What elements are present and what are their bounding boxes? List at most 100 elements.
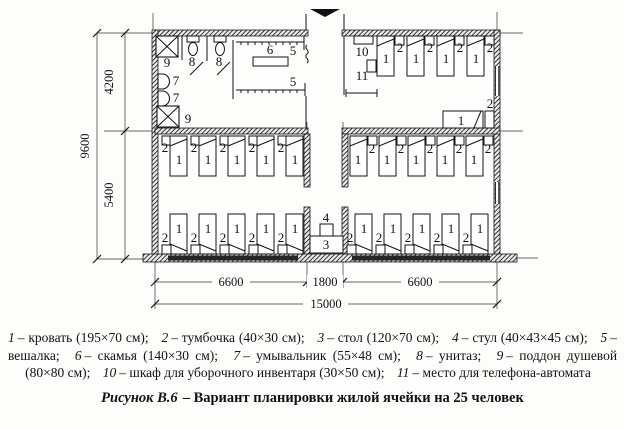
legend-item-number: 9 xyxy=(496,347,504,363)
bed-unit: 21 xyxy=(378,135,407,177)
legend-item-number: 4 xyxy=(452,330,459,345)
bed-label: 1 xyxy=(458,113,465,128)
table xyxy=(309,235,344,254)
bed-unit: 21 xyxy=(248,213,275,255)
bed-unit: 21 xyxy=(436,35,465,77)
bed-label: 1 xyxy=(176,221,183,236)
legend-item-number: 2 xyxy=(161,330,169,345)
legend-item-number: 1 xyxy=(8,330,15,345)
chair xyxy=(319,223,334,237)
legend-item: 11– место для телефона-автомата xyxy=(397,365,591,380)
toilet-label: 8 xyxy=(189,54,196,69)
nightstand-label: 2 xyxy=(487,40,494,55)
room-dormitory-bottom-right: 21 21 21 21 21 21 21 21 21 21 xyxy=(346,135,494,255)
legend-item-text: – умывальник (55×48 см); xyxy=(243,347,401,363)
legend-item-text: – унитаз; xyxy=(425,347,482,363)
nightstand-label: 2 xyxy=(220,140,227,155)
dim-overall-depth: 9600 xyxy=(78,134,92,159)
entrance-arrow-icon xyxy=(310,9,340,17)
nightstand-label: 2 xyxy=(485,141,492,156)
dim-right-width: 6600 xyxy=(408,275,433,289)
legend-item: 8– унитаз; xyxy=(416,348,481,363)
dim-corridor-width: 1800 xyxy=(313,275,338,289)
payphone-place xyxy=(366,59,377,73)
bed-label: 1 xyxy=(448,221,455,236)
bed-unit: 21 xyxy=(407,135,436,177)
bed-label: 1 xyxy=(390,221,397,236)
bed-unit: 21 xyxy=(376,35,405,77)
nightstand-label: 2 xyxy=(457,40,464,55)
bed-unit: 21 xyxy=(406,35,435,77)
table-label: 3 xyxy=(323,237,330,252)
room-dormitory-bottom-left: 21 21 21 21 21 21 21 21 21 21 xyxy=(161,135,304,255)
chair-label: 4 xyxy=(323,210,330,225)
bed-unit: 21 xyxy=(277,213,304,255)
bed-unit: 21 xyxy=(190,213,217,255)
nightstand-label: 2 xyxy=(427,141,434,156)
bed-label: 1 xyxy=(355,152,362,167)
figure-caption: Рисунок В.6– Вариант планировки жилой яч… xyxy=(0,390,625,407)
bed-unit: 21 xyxy=(404,213,431,255)
caption-title: – Вариант планировки жилой ячейки на 25 … xyxy=(182,389,524,406)
hanger-rail: 5 xyxy=(236,74,306,96)
bed-unit: 21 xyxy=(190,135,217,177)
dimensions-left: 9600 4200 5400 xyxy=(78,28,152,264)
hanger-rail: 5 xyxy=(236,36,309,64)
nightstand-label: 2 xyxy=(397,40,404,55)
bed-label: 1 xyxy=(471,152,478,167)
legend: 1– кровать (195×70 см); 2– тумбочка (40×… xyxy=(0,316,623,382)
bed-label: 1 xyxy=(443,51,450,66)
bed-label: 1 xyxy=(292,152,299,167)
legend-item-number: 8 xyxy=(416,347,423,363)
washbasin xyxy=(157,90,171,107)
bed-unit: 21 xyxy=(465,135,494,177)
legend-item: 4– стул (40×43×45 см); xyxy=(452,330,588,345)
legend-item-number: 7 xyxy=(233,347,241,363)
dim-top-depth: 4200 xyxy=(102,70,116,95)
bed-label: 1 xyxy=(234,221,241,236)
entrance xyxy=(152,9,538,259)
nightstand-label: 2 xyxy=(463,230,470,245)
bed-unit: 21 xyxy=(433,213,460,255)
bed-label: 1 xyxy=(477,221,484,236)
legend-item-text: – место для телефона-автомата xyxy=(412,365,591,381)
legend-item-text: – вешалка; xyxy=(8,330,617,363)
legend-item-text: – скамья (140×30 см); xyxy=(84,347,219,363)
bed-label: 1 xyxy=(205,221,212,236)
bed-unit: 21 xyxy=(436,135,465,177)
legend-item-text: – поддон душевой (80×80 см); xyxy=(25,347,618,381)
cleaning-cabinet xyxy=(353,35,374,45)
bed-label: 1 xyxy=(413,152,420,167)
shower-label: 9 xyxy=(185,111,192,126)
bed-unit: 12 xyxy=(442,96,495,129)
legend-item: 6– скамья (140×30 см); xyxy=(75,348,218,363)
bed-label: 1 xyxy=(176,152,183,167)
legend-item: 2– тумбочка (40×30 см); xyxy=(161,330,304,345)
legend-item: 9– поддон душевой (80×80 см); xyxy=(25,348,617,381)
hanger-label: 5 xyxy=(290,74,297,89)
bed-label: 1 xyxy=(419,221,426,236)
shower-tray xyxy=(155,35,179,58)
washbasin-label: 7 xyxy=(173,90,180,105)
legend-item-text: – стол (120×70 см); xyxy=(327,330,440,345)
bed-unit: 21 xyxy=(462,213,489,255)
legend-item-number: 3 xyxy=(317,330,325,345)
nightstand-label: 2 xyxy=(427,40,434,55)
hanger-label: 5 xyxy=(290,43,297,58)
legend-item-number: 5 xyxy=(600,330,608,345)
bench-label: 6 xyxy=(267,42,274,57)
legend-item-text: – тумбочка (40×30 см); xyxy=(171,330,305,345)
bed-label: 1 xyxy=(384,152,391,167)
nightstand-label: 2 xyxy=(278,140,285,155)
nightstand-label: 2 xyxy=(434,230,441,245)
toilet-label: 8 xyxy=(216,54,223,69)
legend-item: 3– стол (120×70 см); xyxy=(317,330,439,345)
washbasin-label: 7 xyxy=(173,73,180,88)
nightstand-label: 2 xyxy=(487,96,494,111)
bed-label: 1 xyxy=(263,152,270,167)
window xyxy=(494,66,500,96)
bed-label: 1 xyxy=(205,152,212,167)
payphone-label: 11 xyxy=(356,68,369,83)
nightstand-label: 2 xyxy=(405,230,412,245)
